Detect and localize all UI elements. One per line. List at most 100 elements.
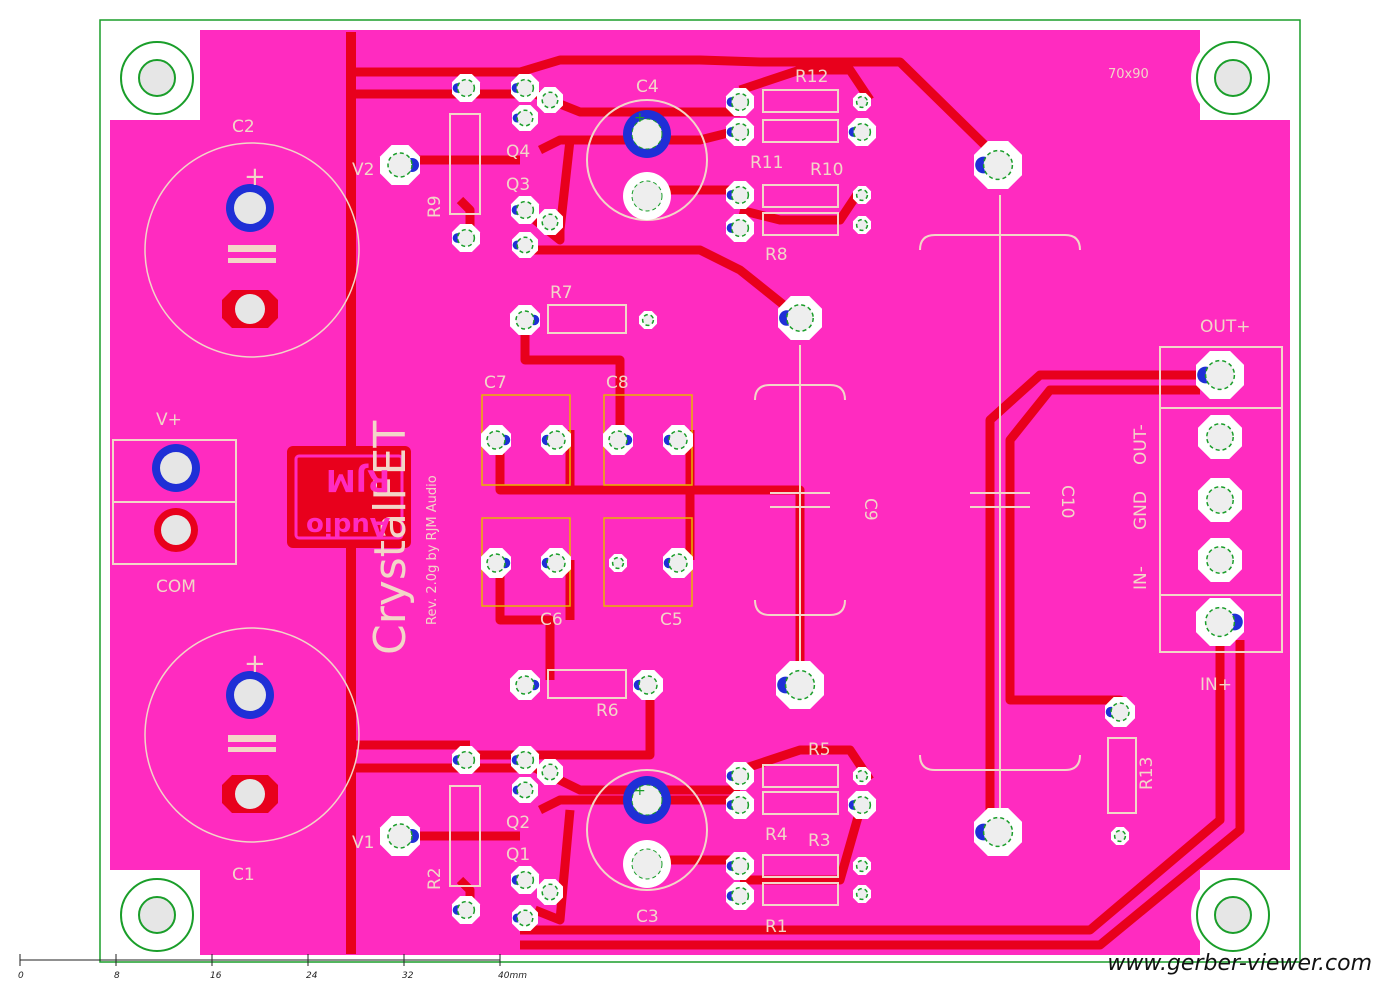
label-in-minus: IN- [1131,566,1151,590]
pad-icon [848,118,876,146]
pads [380,74,1244,931]
label-r3: R3 [808,831,831,851]
label-c8: C8 [606,373,629,393]
pad-icon [537,759,563,785]
pad-icon [853,885,871,903]
label-c3: C3 [636,907,659,927]
label-q4: Q4 [506,142,530,162]
ruler-tick-label: 24 [306,971,318,981]
pad-icon [541,548,571,578]
label-gnd: GND [1131,491,1151,530]
polarity-c1-icon: + [244,649,266,679]
pad-icon [537,87,563,113]
label-c5: C5 [660,610,683,630]
watermark-text: www.gerber-viewer.com [1107,951,1372,976]
pad-icon [537,879,563,905]
pad-icon [726,852,754,880]
label-q3: Q3 [506,175,530,195]
label-r2: R2 [425,867,445,890]
pad-icon [663,425,693,455]
pad-icon [452,896,480,924]
pad-icon [726,882,754,910]
label-in-plus: IN+ [1200,675,1232,695]
label-r4: R4 [765,825,788,845]
label-c2: C2 [232,117,255,137]
pad-icon [726,181,754,209]
pad-icon [726,118,754,146]
polarity-c4-icon: + [634,110,646,126]
silkscreen-outlines [449,89,1283,906]
pad-icon [663,548,693,578]
power-connector [112,439,237,565]
label-r8: R8 [765,245,788,265]
pad-icon [512,777,538,803]
pad-icon [481,548,511,578]
pad-icon [853,93,871,111]
logo-audio-text: Audio [306,511,390,541]
pad-icon [623,840,671,888]
pad-icon [633,670,663,700]
pad-icon [639,311,657,329]
pad-icon [853,216,871,234]
pad-icon [974,808,1022,856]
ruler-tick-label: 40mm [498,971,527,981]
pad-icon [623,110,671,158]
pad-icon [510,670,540,700]
mounting-hole-icon [1191,873,1275,957]
pad-icon [1111,827,1129,845]
rjm-logo [287,446,411,548]
ruler-tick-label: 32 [402,971,414,981]
label-r5: R5 [808,740,831,760]
pad-icon [541,425,571,455]
pad-icon [853,767,871,785]
pad-icon [776,661,824,709]
ruler-tick-label: 16 [210,971,222,981]
mounting-hole-icon [115,873,199,957]
board-revision: Rev. 2.0g by RJM Audio [425,475,440,625]
label-out-plus: OUT+ [1200,317,1250,337]
pad-icon [512,232,538,258]
pad-icon [1105,697,1135,727]
label-c7: C7 [484,373,507,393]
label-r10: R10 [810,160,843,180]
pad-icon [1198,415,1242,459]
polarity-c3-icon: + [634,783,646,799]
pad-icon [974,141,1022,189]
label-v1: V1 [352,833,374,853]
pad-icon [511,196,539,224]
label-r12: R12 [795,67,828,87]
capacitor-c1 [144,627,360,843]
label-r13: R13 [1137,757,1157,790]
pad-icon [512,905,538,931]
pad-icon [726,214,754,242]
board-title: CrystalFET [365,421,416,655]
ruler-tick-label: 8 [114,971,120,981]
pad-icon [1198,478,1242,522]
pad-icon [603,425,633,455]
label-r7: R7 [550,283,573,303]
pad-icon [609,554,627,572]
mounting-hole-icon [1191,36,1275,120]
pad-icon [726,762,754,790]
silkscreen-labels: C2 C1 C4 C3 C7 C8 C6 C5 R12 R11 R10 R8 R… [156,67,1250,937]
label-size: 70x90 [1108,67,1149,82]
pad-icon [537,209,563,235]
pad-icon [778,296,822,340]
pad-icon [452,224,480,252]
pad-icon [511,746,539,774]
label-c1: C1 [232,865,255,885]
label-r11: R11 [750,153,783,173]
label-r9: R9 [425,195,445,218]
pad-icon [511,74,539,102]
pad-icon [452,746,480,774]
pad-icon [623,776,671,824]
pad-icon [380,816,420,856]
label-r1: R1 [765,917,788,937]
label-v2: V2 [352,160,374,180]
pad-icon [481,425,511,455]
pad-icon [848,791,876,819]
pad-icon [623,172,671,220]
label-q1: Q1 [506,845,530,865]
label-com: COM [156,577,196,597]
